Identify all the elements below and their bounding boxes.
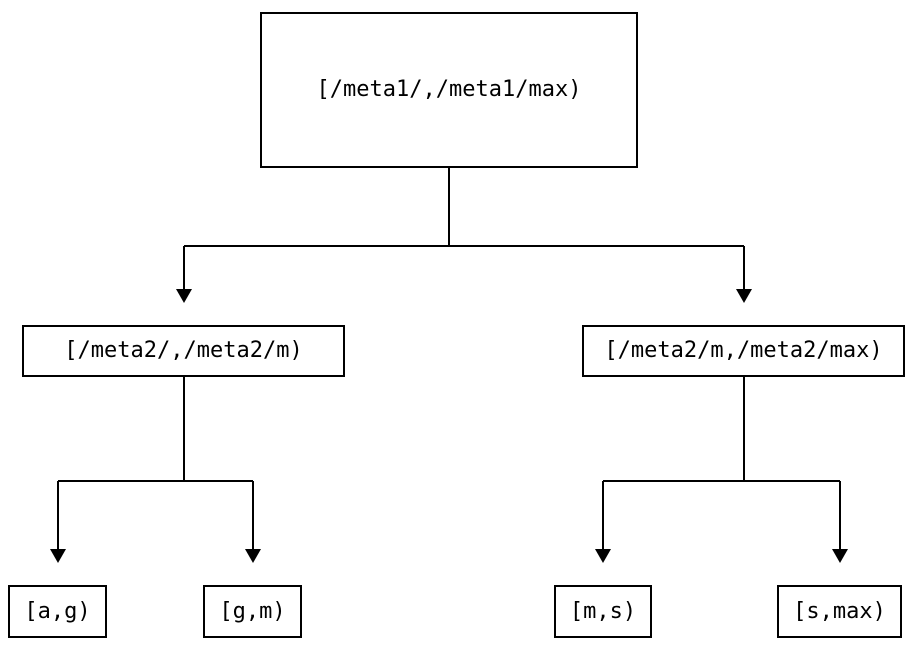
edge-left-to-leaves [57,377,254,549]
arrowhead-down-icon [176,289,192,303]
node-root-range: [/meta1/,/meta1/max) [260,12,638,168]
arrowhead-down-icon [832,549,848,563]
node-leaf-ms: [m,s) [554,585,652,638]
arrowhead-down-icon [50,549,66,563]
node-leaf-gm: [g,m) [203,585,302,638]
edge-root-to-children [183,168,745,289]
arrowhead-down-icon [736,289,752,303]
edge-right-to-leaves [602,377,841,549]
node-meta2-upper-range: [/meta2/m,/meta2/max) [582,325,905,377]
node-leaf-ag: [a,g) [8,585,107,638]
arrowhead-down-icon [245,549,261,563]
node-leaf-smax: [s,max) [777,585,902,638]
arrowhead-down-icon [595,549,611,563]
node-meta2-lower-range: [/meta2/,/meta2/m) [22,325,345,377]
